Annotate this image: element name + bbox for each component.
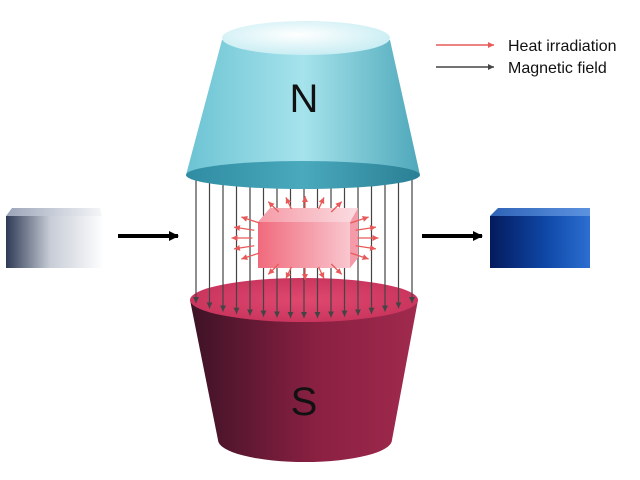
before-block-top: [6, 208, 102, 216]
heat-arrow: [330, 263, 343, 275]
material-block-before: [6, 208, 104, 268]
heat-arrow: [355, 225, 377, 232]
heat-arrow: [267, 201, 280, 213]
heat-arrow: [317, 197, 325, 210]
heat-arrow: [241, 216, 260, 224]
heat-arrow: [241, 252, 260, 260]
heat-arrow: [317, 266, 325, 279]
south-pole-body: [190, 300, 418, 462]
heat-arrow: [233, 225, 255, 232]
legend-field-label: Magnetic field: [508, 60, 607, 77]
north-pole-top-face: [222, 21, 390, 55]
south-pole-label: S: [291, 380, 318, 424]
legend: Heat irradiation Magnetic field: [436, 38, 617, 77]
before-block-front: [6, 216, 104, 268]
heat-irradiation-arrows: [231, 196, 379, 280]
heated-block-top: [258, 208, 358, 222]
heat-arrow: [350, 252, 369, 260]
heat-arrow: [267, 263, 280, 275]
material-block-after: [490, 208, 590, 268]
south-pole-magnet: S: [190, 278, 418, 462]
north-pole-bottom-face: [186, 161, 420, 189]
heat-arrow: [330, 201, 343, 213]
heated-block-front: [258, 222, 350, 268]
after-block-top: [490, 208, 590, 216]
heat-arrow: [355, 244, 377, 251]
heat-arrow: [285, 197, 293, 210]
north-pole-body: [186, 40, 420, 189]
legend-heat-label: Heat irradiation: [508, 38, 617, 55]
heat-arrow: [285, 266, 293, 279]
heat-arrow: [233, 244, 255, 251]
heated-material-block: [258, 208, 358, 268]
heat-arrow: [350, 216, 369, 224]
after-block-front: [490, 216, 590, 268]
north-pole-label: N: [290, 77, 319, 121]
north-pole-magnet: N: [186, 21, 420, 189]
